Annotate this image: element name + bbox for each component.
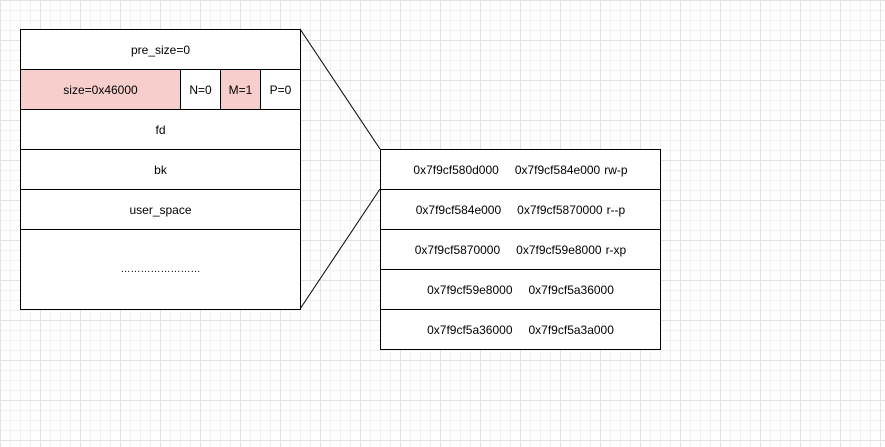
chunk-flag-p: P=0 xyxy=(260,69,301,110)
chunk-size: size=0x46000 xyxy=(20,69,181,110)
map-end-address: 0x7f9cf584e000 xyxy=(514,162,601,177)
chunk-flag-m: M=1 xyxy=(220,69,261,110)
map-start-address: 0x7f9cf5870000 xyxy=(414,242,501,257)
memory-map-row: 0x7f9cf584e000 0x7f9cf5870000 r--p xyxy=(380,189,661,230)
map-end-address: 0x7f9cf5a3a000 xyxy=(528,322,614,337)
chunk-user-space-label: user_space xyxy=(129,202,192,217)
map-start-address: 0x7f9cf580d000 xyxy=(413,162,499,177)
chunk-flag-p-label: P=0 xyxy=(269,82,292,97)
chunk-size-label: size=0x46000 xyxy=(63,82,138,97)
map-permissions: r--p xyxy=(606,202,626,217)
chunk-bk: bk xyxy=(20,149,301,190)
chunk-pre-size: pre_size=0 xyxy=(20,29,301,70)
map-permissions: r-xp xyxy=(605,242,627,257)
connector-top xyxy=(299,28,381,150)
map-start-address: 0x7f9cf584e000 xyxy=(415,202,502,217)
map-end-address: 0x7f9cf5a36000 xyxy=(528,282,614,297)
chunk-user-space: user_space xyxy=(20,189,301,230)
chunk-flag-n: N=0 xyxy=(180,69,221,110)
chunk-bk-label: bk xyxy=(154,162,167,177)
memory-map-row: 0x7f9cf59e8000 0x7f9cf5a36000 xyxy=(380,269,661,310)
chunk-data-area: …………………… xyxy=(20,229,301,310)
chunk-flag-m-label: M=1 xyxy=(228,82,253,97)
chunk-fd: fd xyxy=(20,109,301,150)
memory-map-row: 0x7f9cf5870000 0x7f9cf59e8000 r-xp xyxy=(380,229,661,270)
map-start-address: 0x7f9cf5a36000 xyxy=(427,322,513,337)
chunk-flag-n-label: N=0 xyxy=(189,82,212,97)
memory-map-row: 0x7f9cf5a36000 0x7f9cf5a3a000 xyxy=(380,309,661,350)
map-end-address: 0x7f9cf5870000 xyxy=(517,202,603,217)
map-end-address: 0x7f9cf59e8000 xyxy=(516,242,602,257)
map-start-address: 0x7f9cf59e8000 xyxy=(427,282,513,297)
chunk-pre-size-label: pre_size=0 xyxy=(130,42,191,57)
chunk-fd-label: fd xyxy=(155,122,166,137)
map-permissions: rw-p xyxy=(604,162,628,177)
chunk-ellipsis: …………………… xyxy=(120,264,201,275)
connector-bottom xyxy=(299,188,381,310)
memory-map-row: 0x7f9cf580d000 0x7f9cf584e000 rw-p xyxy=(380,149,661,190)
